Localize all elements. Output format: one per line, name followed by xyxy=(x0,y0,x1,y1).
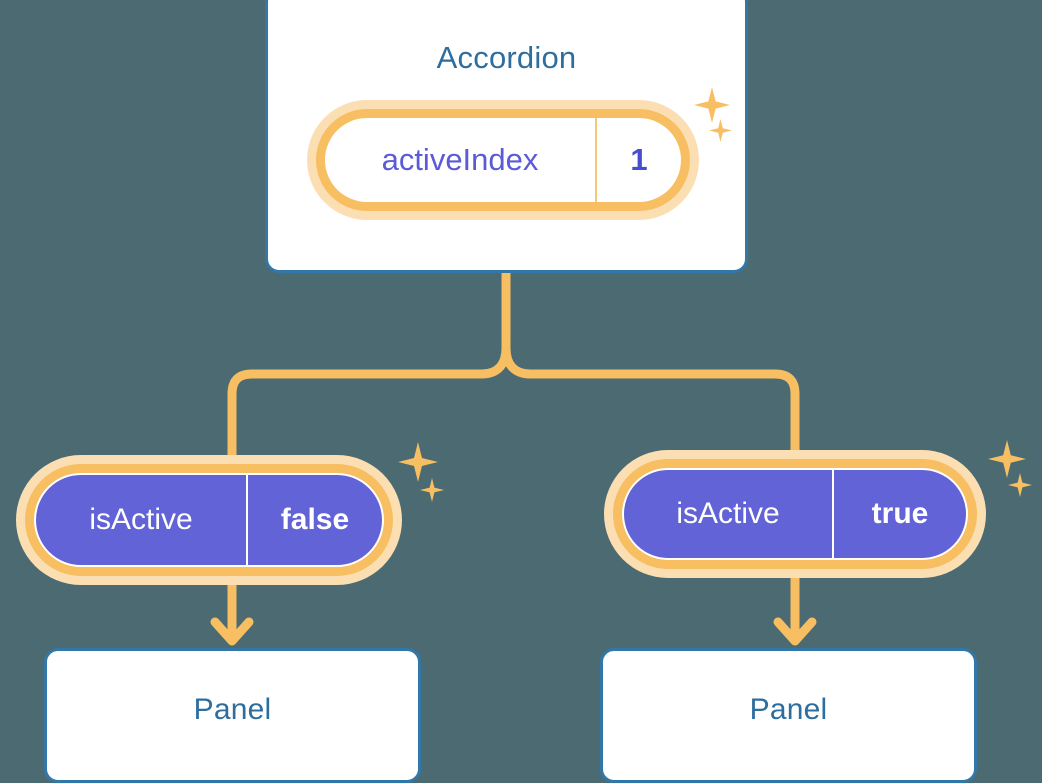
state-pill-activeindex[interactable]: activeIndex 1 xyxy=(307,100,699,220)
arrow-down-icon-left xyxy=(210,617,254,646)
arrow-down-icon-right xyxy=(773,617,817,646)
pill-body: isActive true xyxy=(622,468,968,560)
state-pill-isactive-false[interactable]: isActive false xyxy=(16,455,402,585)
pill-body: activeIndex 1 xyxy=(325,118,681,202)
state-value-label: true xyxy=(871,497,929,530)
panel-title: Panel xyxy=(749,693,828,726)
state-key-label: isActive xyxy=(624,470,834,558)
page-title: Accordion xyxy=(436,40,577,75)
state-value-label: 1 xyxy=(630,142,648,177)
pill-body: isActive false xyxy=(34,473,384,567)
state-key-label: isActive xyxy=(36,475,248,565)
wire-to-right-pill xyxy=(501,343,800,455)
state-pill-isactive-true[interactable]: isActive true xyxy=(604,450,986,578)
panel-card-right[interactable]: Panel xyxy=(600,648,977,783)
panel-title: Panel xyxy=(193,693,272,726)
state-key-label: activeIndex xyxy=(325,118,597,202)
state-value-label: false xyxy=(280,503,350,536)
panel-card-left[interactable]: Panel xyxy=(44,648,421,783)
wire-to-left-pill xyxy=(227,343,511,460)
